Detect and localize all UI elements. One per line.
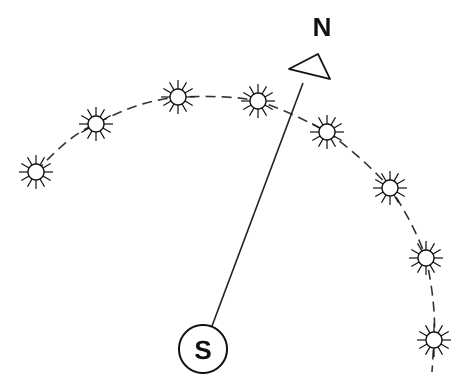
south-marker-circle — [178, 324, 228, 374]
sun-icons-group — [19, 80, 451, 357]
sun-icon — [417, 323, 451, 357]
sun-icon — [241, 84, 275, 118]
sun-icon — [409, 241, 443, 275]
sun-icon — [161, 80, 195, 114]
sun-icon — [19, 155, 53, 189]
sun-icon — [373, 171, 407, 205]
north-south-line — [211, 82, 304, 327]
north-label: N — [313, 12, 332, 42]
north-arrow-icon — [288, 53, 331, 80]
sun-icon — [310, 115, 344, 149]
sun-icon — [79, 107, 113, 141]
south-label: S — [194, 335, 211, 365]
